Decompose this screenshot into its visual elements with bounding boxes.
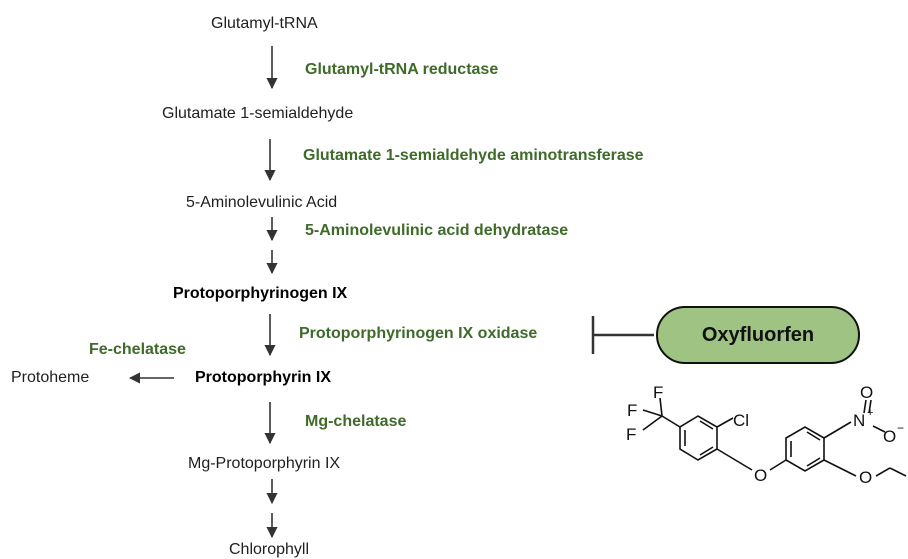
oxyfluorfen-atom-labels: F F F Cl O N + O O − O [626,383,904,487]
enzyme-glutamyl-trna-reductase: Glutamyl-tRNA reductase [305,61,499,78]
compound-glutamyl-trna: Glutamyl-tRNA [211,15,318,32]
enzyme-ala-dehydratase: 5-Aminolevulinic acid dehydratase [305,222,569,239]
compound-protoporphyrinogen: Protoporphyrinogen IX [173,285,348,302]
inhibitor-label: Oxyfluorfen [701,323,815,346]
atom-cl: Cl [733,411,749,430]
atom-o-minus-charge: − [897,421,904,435]
inhibitor-oxyfluorfen: Oxyfluorfen [656,306,860,364]
oxyfluorfen-structure [642,397,907,477]
enzyme-mg-chelatase: Mg-chelatase [305,413,407,430]
atom-n: N [853,411,865,430]
compound-protoporphyrin: Protoporphyrin IX [195,369,331,386]
compound-ala: 5-Aminolevulinic Acid [186,194,338,211]
compound-chlorophyll: Chlorophyll [229,541,310,558]
atom-f1: F [653,383,663,402]
atom-n-charge: + [867,407,873,419]
enzyme-gsa-aminotransferase: Glutamate 1-semialdehyde aminotransferas… [303,147,644,164]
enzyme-fe-chelatase: Fe-chelatase [89,341,186,358]
atom-f3: F [626,425,636,444]
atom-o-top: O [860,383,873,402]
compound-glutamate-semialdehyde: Glutamate 1-semialdehyde [162,105,354,122]
compound-protoheme: Protoheme [11,369,90,386]
atom-o-minus: O [883,427,896,446]
enzyme-ppo: Protoporphyrinogen IX oxidase [299,325,538,342]
compound-mg-protoporphyrin: Mg-Protoporphyrin IX [188,455,341,472]
atom-o-ethoxy: O [859,468,872,487]
atom-o-ether: O [754,466,767,485]
atom-f2: F [627,401,637,420]
